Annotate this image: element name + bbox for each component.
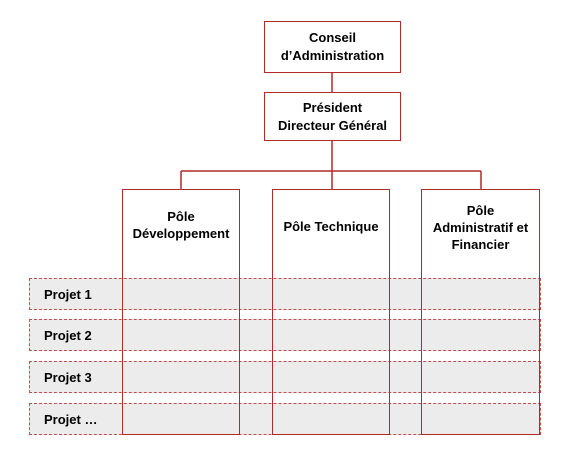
project-row-1: Projet 1	[29, 278, 541, 310]
project-row-3: Projet 3	[29, 361, 541, 393]
board-box: Conseil d’Administration	[264, 21, 401, 73]
project-label-2: Projet 2	[44, 327, 92, 343]
president-box: Président Directeur Général	[264, 92, 401, 141]
pole-developpement-label: Pôle Développement	[132, 209, 230, 241]
project-label-3: Projet 3	[44, 369, 92, 385]
pole-administratif: Pôle Administratif et Financier	[421, 189, 540, 435]
project-label-1: Projet 1	[44, 286, 92, 302]
pole-administratif-label: Pôle Administratif et Financier	[432, 203, 529, 252]
pole-technique: Pôle Technique	[272, 189, 390, 435]
project-row-2: Projet 2	[29, 319, 541, 351]
pole-developpement: Pôle Développement	[122, 189, 240, 435]
project-label-more: Projet …	[44, 411, 98, 427]
pole-technique-label: Pôle Technique	[283, 219, 379, 234]
